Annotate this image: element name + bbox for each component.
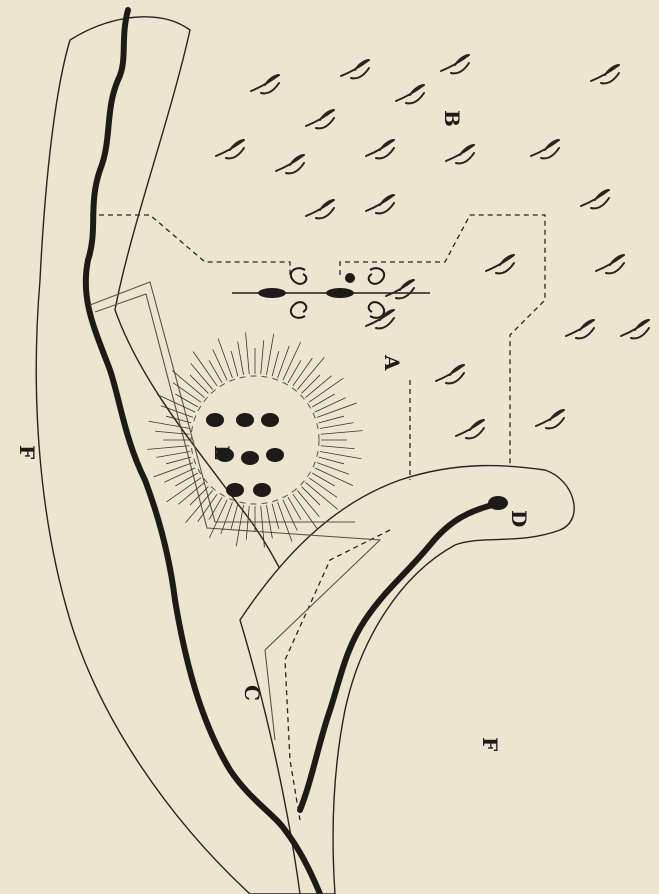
grass-tuft	[566, 320, 594, 338]
encampment-ray	[266, 334, 273, 375]
grass-tuft	[441, 55, 469, 73]
encampment-ray	[278, 346, 290, 378]
standard-a	[232, 268, 430, 318]
right-ridge	[240, 466, 574, 894]
encampment-ray	[261, 340, 264, 374]
encampment-hut	[253, 483, 271, 497]
grass-tuft	[306, 200, 334, 218]
encampment-ray	[312, 473, 335, 486]
encampment-ray	[191, 363, 213, 389]
grass-tuft	[386, 280, 414, 298]
encampment-ray	[302, 487, 320, 505]
encampment-ray	[293, 358, 313, 386]
encampment-ray	[317, 463, 349, 475]
encampment-ray	[309, 478, 337, 498]
encampment-hut	[226, 483, 244, 497]
grass-tuft	[251, 75, 279, 93]
encampment-ray	[175, 394, 198, 407]
encampment-ray	[321, 446, 355, 449]
grass-tuft	[366, 140, 394, 158]
encampment-ray	[317, 403, 356, 417]
encampment-ray	[272, 504, 279, 529]
encampment-ray	[288, 497, 301, 520]
encampment-ray	[173, 383, 201, 403]
grass-tuft	[531, 140, 559, 158]
label-a: A	[380, 354, 404, 371]
encampment-ray	[321, 431, 363, 435]
grass-tuft	[486, 255, 514, 273]
label-b: B	[440, 110, 464, 127]
encampment-ray	[246, 332, 250, 374]
grass-tuft	[276, 155, 304, 173]
grass-tuft	[596, 255, 624, 273]
encampment-hut	[261, 413, 279, 427]
encampment-ray	[272, 351, 279, 376]
encampment-ray	[306, 376, 332, 398]
encampment-ray	[283, 500, 297, 531]
grass-tuft	[436, 365, 464, 383]
label-e: E	[210, 445, 234, 460]
grass-tuft	[581, 190, 609, 208]
encampment-hut	[206, 413, 224, 427]
encampment-hut	[266, 448, 284, 462]
encampment-ray	[283, 342, 301, 380]
grass-tuft	[446, 145, 474, 163]
river-source-d	[488, 496, 508, 510]
encampment-ray	[319, 457, 344, 464]
grass-tuft	[216, 140, 244, 158]
grass-tuft	[456, 420, 484, 438]
label-c: C	[240, 685, 264, 701]
encampment-ray	[320, 451, 361, 458]
label-f-top: F	[15, 445, 39, 459]
encampment-ray	[320, 423, 353, 429]
encampment-ray	[312, 394, 335, 407]
vegetation-tufts	[216, 55, 649, 438]
grass-tuft	[306, 110, 334, 128]
encampment-ray	[218, 339, 232, 378]
grass-tuft	[621, 320, 649, 338]
encampment-ray	[319, 416, 344, 423]
label-f-bottom: F	[478, 737, 502, 751]
grass-tuft	[591, 65, 619, 83]
grass-tuft	[366, 195, 394, 213]
encampment-ray	[209, 360, 222, 383]
encampment-ray	[302, 375, 320, 393]
encampment-ray	[297, 491, 319, 517]
grass-tuft	[366, 310, 394, 328]
grass-tuft	[396, 85, 424, 103]
grass-tuft	[341, 60, 369, 78]
encampment-ray	[190, 375, 208, 393]
grass-tuft	[536, 410, 564, 428]
encampment-ray	[315, 398, 346, 412]
encampment-hut	[236, 413, 254, 427]
encampment-ray	[315, 468, 353, 486]
encampment-hut	[241, 451, 259, 465]
encampment-ray	[213, 349, 227, 380]
label-d: D	[507, 510, 531, 527]
encampment-ray	[288, 360, 301, 383]
encampment-ray	[238, 342, 244, 375]
encampment-ray	[231, 351, 238, 376]
